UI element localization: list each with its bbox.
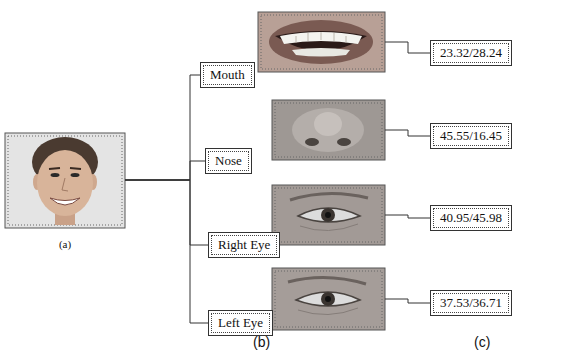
photo-inner-frame bbox=[261, 15, 382, 69]
panel-label: (c) bbox=[474, 333, 490, 351]
brows bbox=[49, 168, 81, 169]
feature-label-box: Right Eye bbox=[208, 232, 280, 258]
upper-teeth bbox=[280, 32, 362, 44]
nose-photo bbox=[272, 100, 385, 160]
score-value: 23.32/28.24 bbox=[433, 43, 509, 63]
lips bbox=[269, 20, 373, 64]
eye bbox=[51, 173, 60, 177]
smile bbox=[50, 198, 80, 205]
connector-line bbox=[385, 42, 430, 53]
photo-inner-frame bbox=[275, 188, 382, 242]
nose-highlight bbox=[314, 112, 342, 136]
photo-inner-frame bbox=[275, 271, 382, 327]
mouth-photo bbox=[258, 12, 385, 72]
score-box: 23.32/28.24 bbox=[430, 40, 512, 66]
left-eye-photo bbox=[272, 268, 385, 330]
feature-label: Mouth bbox=[203, 65, 252, 85]
eyeball bbox=[296, 292, 360, 306]
photo-inner-frame bbox=[8, 136, 122, 225]
nose-line bbox=[62, 178, 68, 191]
panel-label: (b) bbox=[253, 333, 270, 351]
photo-inner-frame bbox=[275, 103, 382, 157]
nostril bbox=[305, 138, 319, 146]
face-photo bbox=[5, 133, 125, 228]
photo-frame bbox=[272, 185, 385, 245]
photo-frame bbox=[258, 12, 385, 72]
feature-node: Nose bbox=[205, 100, 385, 174]
eyeball bbox=[298, 208, 360, 222]
connector-line bbox=[385, 130, 430, 136]
score-value: 45.55/16.45 bbox=[433, 126, 509, 146]
score-value: 40.95/45.98 bbox=[433, 208, 509, 228]
face-image-node: (a) bbox=[5, 133, 125, 251]
pupil bbox=[325, 212, 331, 218]
feature-node: Mouth bbox=[200, 12, 385, 88]
feature-label: Nose bbox=[208, 151, 249, 171]
score-box: 45.55/16.45 bbox=[430, 123, 512, 149]
feature-label-box: Mouth bbox=[200, 62, 255, 88]
photo-frame bbox=[272, 100, 385, 160]
connector-line bbox=[125, 161, 205, 180]
iris bbox=[321, 208, 335, 222]
connector-line bbox=[385, 299, 430, 303]
photo-frame bbox=[5, 133, 125, 228]
panel-caption: (a) bbox=[5, 237, 125, 251]
feature-node: Right Eye bbox=[208, 185, 385, 258]
iris bbox=[321, 292, 335, 306]
nostril bbox=[337, 138, 351, 146]
connector-line bbox=[125, 75, 200, 180]
photo-frame bbox=[272, 268, 385, 330]
teeth-gaps bbox=[296, 32, 346, 43]
lower-lid bbox=[298, 308, 358, 315]
feature-label: Right Eye bbox=[211, 235, 277, 255]
brow bbox=[288, 277, 366, 284]
connector-line bbox=[385, 215, 430, 218]
connector-line bbox=[125, 180, 208, 323]
score-box: 37.53/36.71 bbox=[430, 290, 512, 316]
right-eye-photo bbox=[272, 185, 385, 245]
feature-label-box: Left Eye bbox=[208, 310, 273, 336]
brow bbox=[290, 193, 368, 200]
nose-tip bbox=[292, 108, 364, 152]
lower-lid bbox=[300, 224, 358, 231]
face bbox=[37, 150, 93, 216]
pupil bbox=[325, 296, 331, 302]
score-value: 37.53/36.71 bbox=[433, 293, 509, 313]
connector-line bbox=[125, 180, 208, 245]
lower-teeth bbox=[292, 48, 350, 57]
eye bbox=[71, 173, 80, 177]
score-box: 40.95/45.98 bbox=[430, 205, 512, 231]
feature-label: Left Eye bbox=[211, 313, 270, 333]
feature-node: Left Eye bbox=[208, 268, 385, 336]
feature-label-box: Nose bbox=[205, 148, 252, 174]
